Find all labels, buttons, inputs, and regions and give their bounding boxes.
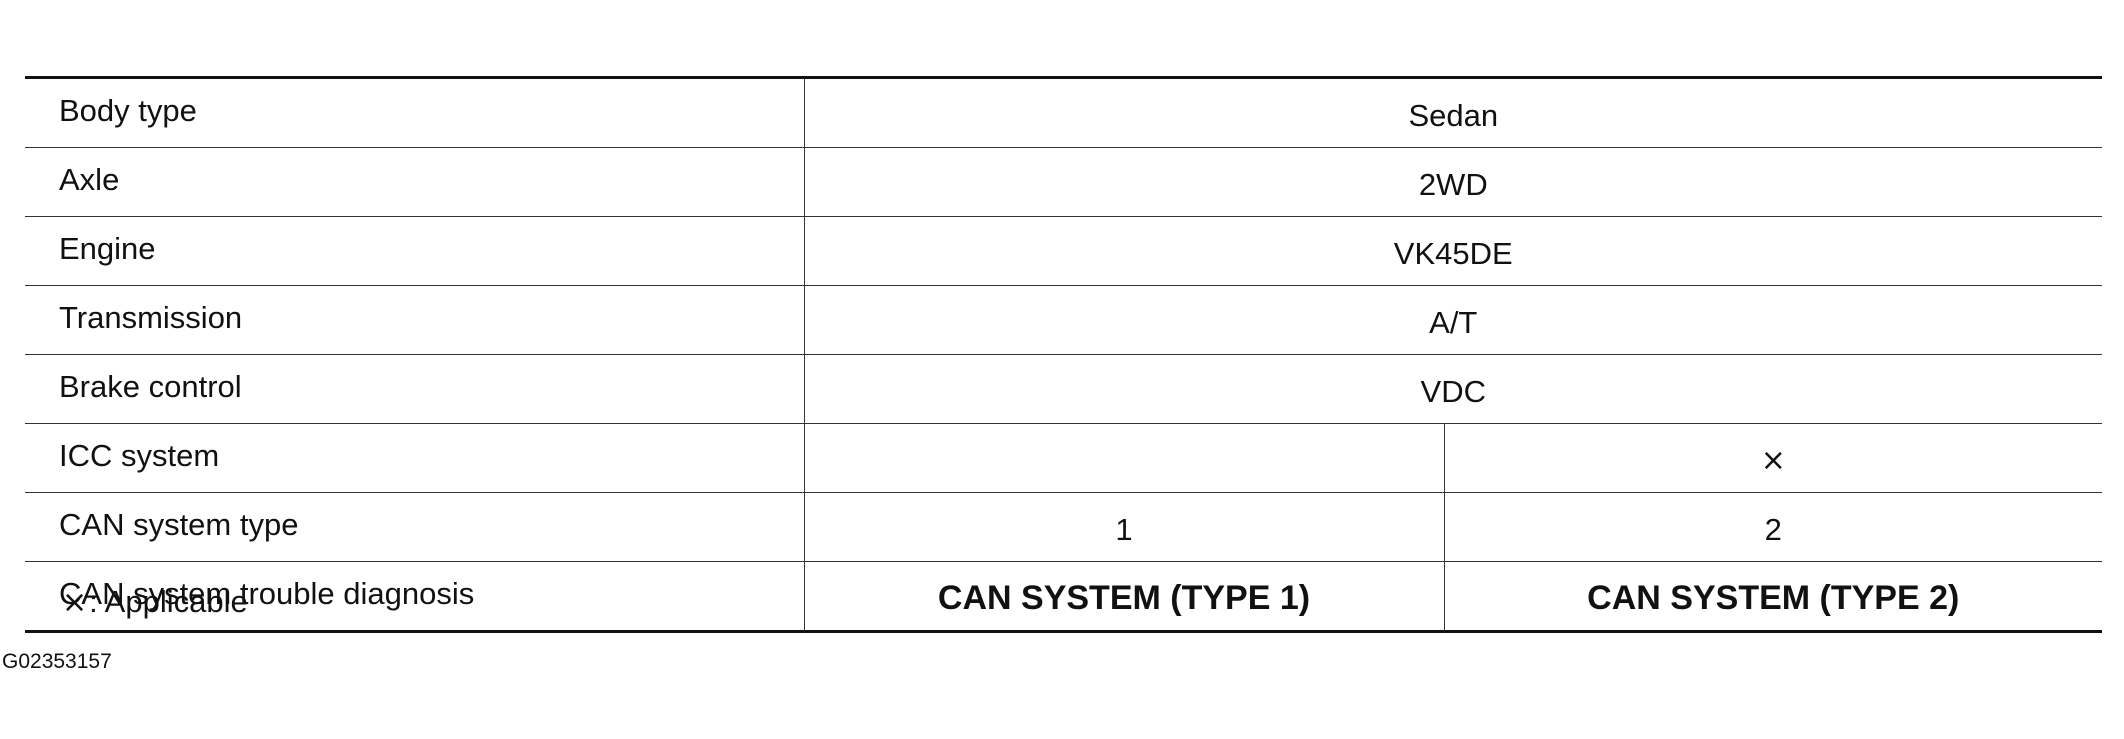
table-row-body-type: Body type Sedan <box>25 76 2103 148</box>
legend-text: : Applicable <box>89 584 248 619</box>
row-value-type-1 <box>803 423 1444 493</box>
row-value-type-2: CAN SYSTEM (TYPE 2) <box>1443 561 2103 633</box>
row-label: Engine <box>25 216 804 286</box>
table-row-brake-control: Brake control VDC <box>25 354 2103 424</box>
table-row-transmission: Transmission A/T <box>25 285 2103 355</box>
row-label: Axle <box>25 147 804 217</box>
row-value-type-2: 2 <box>1443 492 2103 562</box>
table-row-can-trouble-diagnosis: CAN system trouble diagnosis CAN SYSTEM … <box>25 561 2103 633</box>
row-label: ICC system <box>25 423 804 493</box>
row-value-type-1: CAN SYSTEM (TYPE 1) <box>803 561 1444 633</box>
table-row-icc-system: ICC system × <box>25 423 2103 493</box>
vehicle-spec-table: Body type Sedan Axle 2WD Engine VK45DE T… <box>25 76 2103 633</box>
row-value: Sedan <box>803 76 2103 148</box>
figure-code: G02353157 <box>2 650 112 673</box>
row-value: VDC <box>803 354 2103 424</box>
applicable-cross-icon: × <box>1760 443 1786 478</box>
row-label: CAN system type <box>25 492 804 562</box>
legend-cross-icon: × <box>62 585 88 620</box>
row-value: 2WD <box>803 147 2103 217</box>
row-value-type-1: 1 <box>803 492 1444 562</box>
row-label: Body type <box>25 76 804 148</box>
row-value: A/T <box>803 285 2103 355</box>
row-label: CAN system trouble diagnosis <box>25 561 804 633</box>
applicable-legend: ×: Applicable <box>62 584 248 620</box>
table-row-axle: Axle 2WD <box>25 147 2103 217</box>
row-label: Transmission <box>25 285 804 355</box>
row-value-type-2: × <box>1443 423 2103 493</box>
row-label: Brake control <box>25 354 804 424</box>
row-value: VK45DE <box>803 216 2103 286</box>
table-row-engine: Engine VK45DE <box>25 216 2103 286</box>
table-row-can-system-type: CAN system type 1 2 <box>25 492 2103 562</box>
